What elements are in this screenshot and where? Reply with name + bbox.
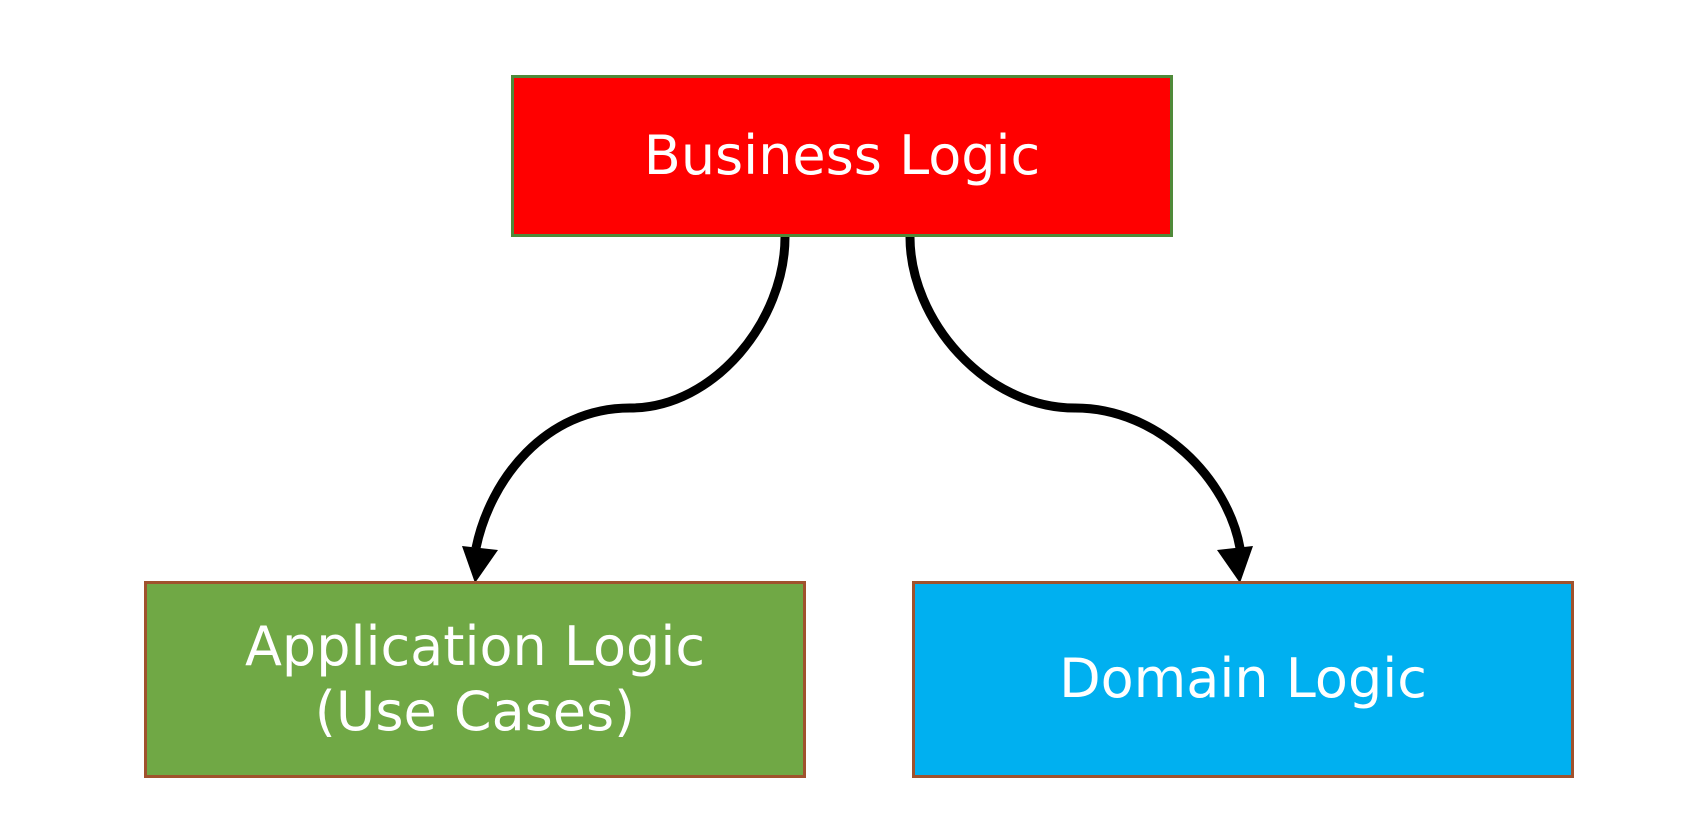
edge-business-to-application xyxy=(471,236,790,549)
arrowhead-application xyxy=(462,546,498,583)
use-cases-label: (Use Cases) xyxy=(314,679,636,743)
arrowhead-domain xyxy=(1217,546,1253,583)
application-logic-node: Application Logic (Use Cases) xyxy=(144,581,806,778)
domain-logic-node: Domain Logic xyxy=(912,581,1574,778)
business-logic-label: Business Logic xyxy=(643,123,1041,187)
business-logic-node: Business Logic xyxy=(511,75,1173,237)
edge-business-to-domain xyxy=(905,236,1245,549)
application-logic-label: Application Logic xyxy=(244,614,706,678)
domain-logic-label: Domain Logic xyxy=(1059,647,1427,711)
